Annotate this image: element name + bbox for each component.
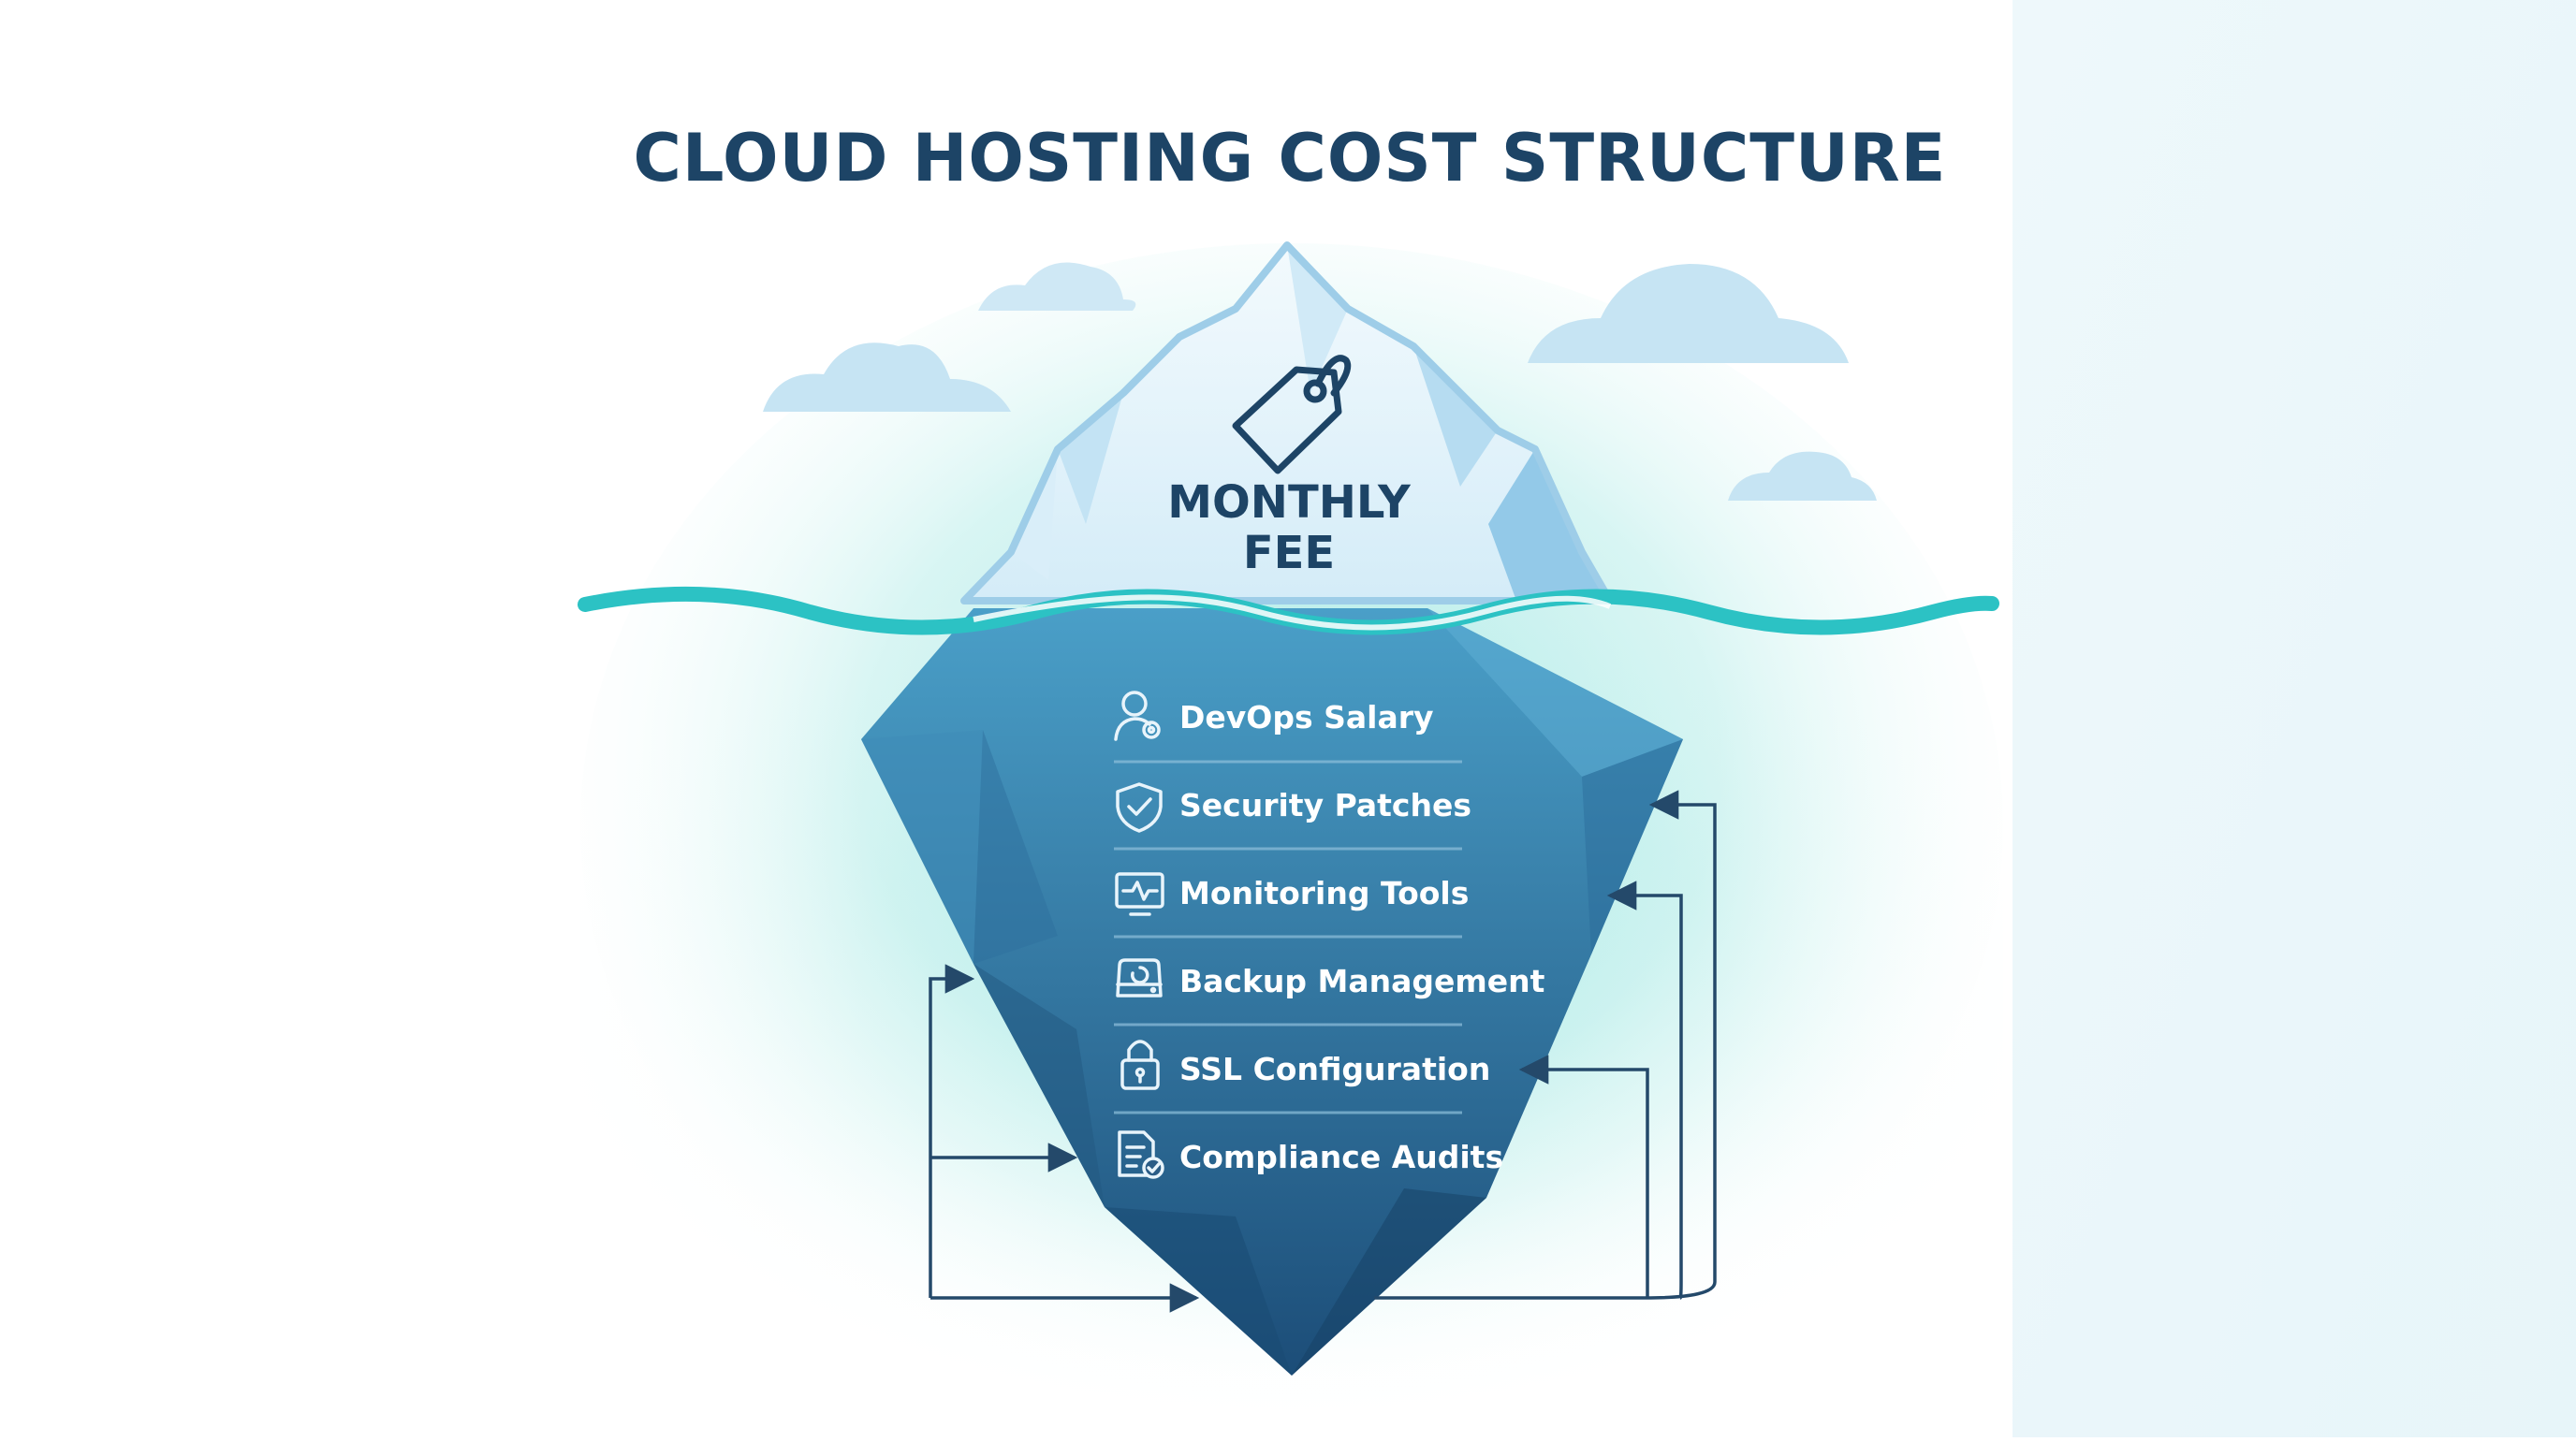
hidden-cost-label: SSL Configuration (1179, 1051, 1490, 1087)
cloud-icon (1528, 264, 1849, 363)
connector-arrows-left (929, 964, 1200, 1313)
shield-check-icon (1116, 782, 1163, 833)
monitor-pulse-icon (1115, 872, 1164, 916)
price-tag-icon (1232, 355, 1352, 474)
diagram-title: CLOUD HOSTING COST STRUCTURE (633, 120, 1946, 197)
cloud-icon (1728, 451, 1877, 501)
cloud-icon (978, 262, 1136, 311)
user-gear-icon (1114, 691, 1161, 741)
iceberg-tip (960, 241, 1614, 604)
item-separators (1114, 760, 1462, 1114)
connector-arrows-right (1374, 790, 1717, 1300)
cloud-icon (763, 342, 1011, 412)
hidden-cost-label: Monitoring Tools (1179, 875, 1469, 911)
tip-label-line2: FEE (1243, 527, 1335, 579)
document-check-icon (1118, 1130, 1164, 1179)
hidden-cost-label: DevOps Salary (1179, 699, 1434, 736)
hidden-cost-label: Security Patches (1179, 787, 1471, 823)
hard-drive-backup-icon (1116, 958, 1163, 998)
padlock-icon (1120, 1040, 1160, 1090)
iceberg-underwater (861, 608, 1683, 1376)
hidden-cost-label: Backup Management (1179, 963, 1545, 999)
hidden-cost-label: Compliance Audits (1179, 1139, 1503, 1175)
right-panel (2012, 0, 2576, 1437)
tip-label-line1: MONTHLY (1167, 476, 1412, 529)
